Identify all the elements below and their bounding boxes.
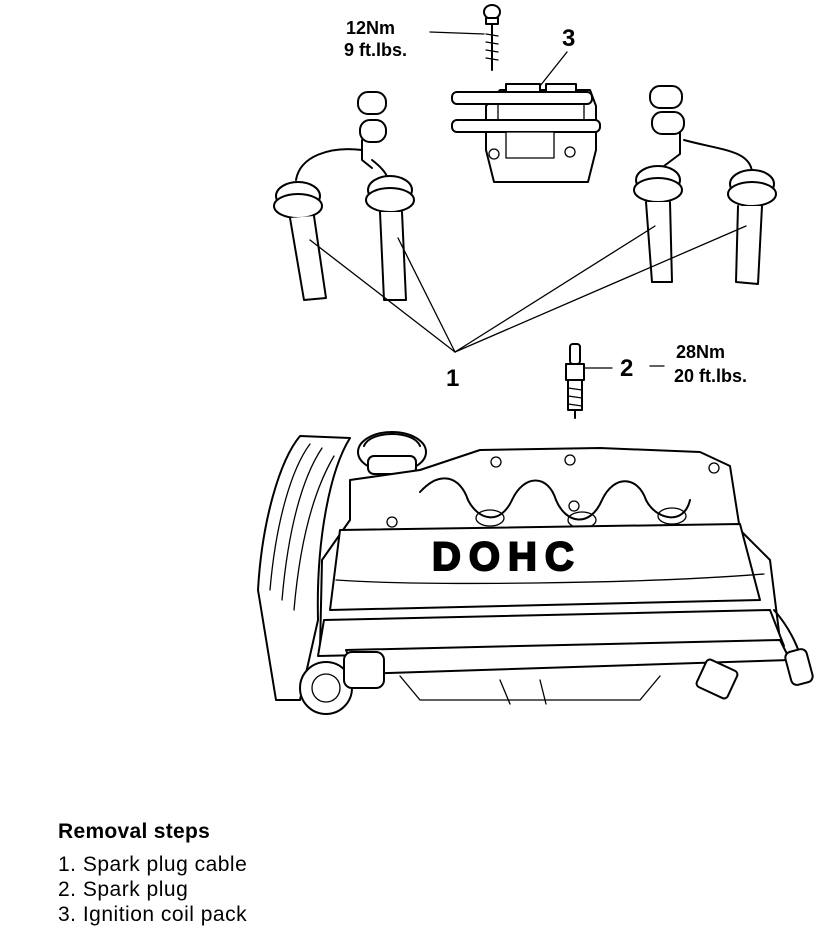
- removal-steps-list: 1. Spark plug cable 2. Spark plug 3. Ign…: [58, 852, 478, 927]
- callout-1: 1: [446, 365, 459, 392]
- bolt-torque-leader: [429, 31, 485, 35]
- ignition-coil-pack: [451, 83, 601, 183]
- engine-assembly: [257, 431, 814, 715]
- removal-steps-heading: Removal steps: [58, 820, 211, 843]
- spark-plug-cable-left-pair: [273, 91, 415, 301]
- plug-torque-metric: 28Nm: [676, 342, 725, 362]
- cable-leader-lines: [309, 225, 747, 353]
- list-item: 3. Ignition coil pack: [58, 903, 248, 926]
- spark-plug: [565, 343, 585, 419]
- coil-leader: [539, 51, 568, 87]
- bolt-torque-metric: 12Nm: [346, 18, 395, 38]
- list-item: 1. Spark plug cable: [58, 853, 248, 876]
- bolt-torque-imperial: 9 ft.lbs.: [344, 40, 407, 60]
- plug-torque-imperial: 20 ft.lbs.: [674, 366, 747, 386]
- coil-bolt: [483, 4, 501, 71]
- callout-2: 2: [620, 355, 633, 382]
- removal-steps: Removal steps 1. Spark plug cable 2. Spa…: [58, 820, 478, 927]
- list-item: 2. Spark plug: [58, 878, 189, 901]
- callout-3: 3: [562, 25, 575, 52]
- cover-lettering: DOHC: [432, 535, 582, 579]
- spark-plug-cable-right-pair: [633, 85, 777, 285]
